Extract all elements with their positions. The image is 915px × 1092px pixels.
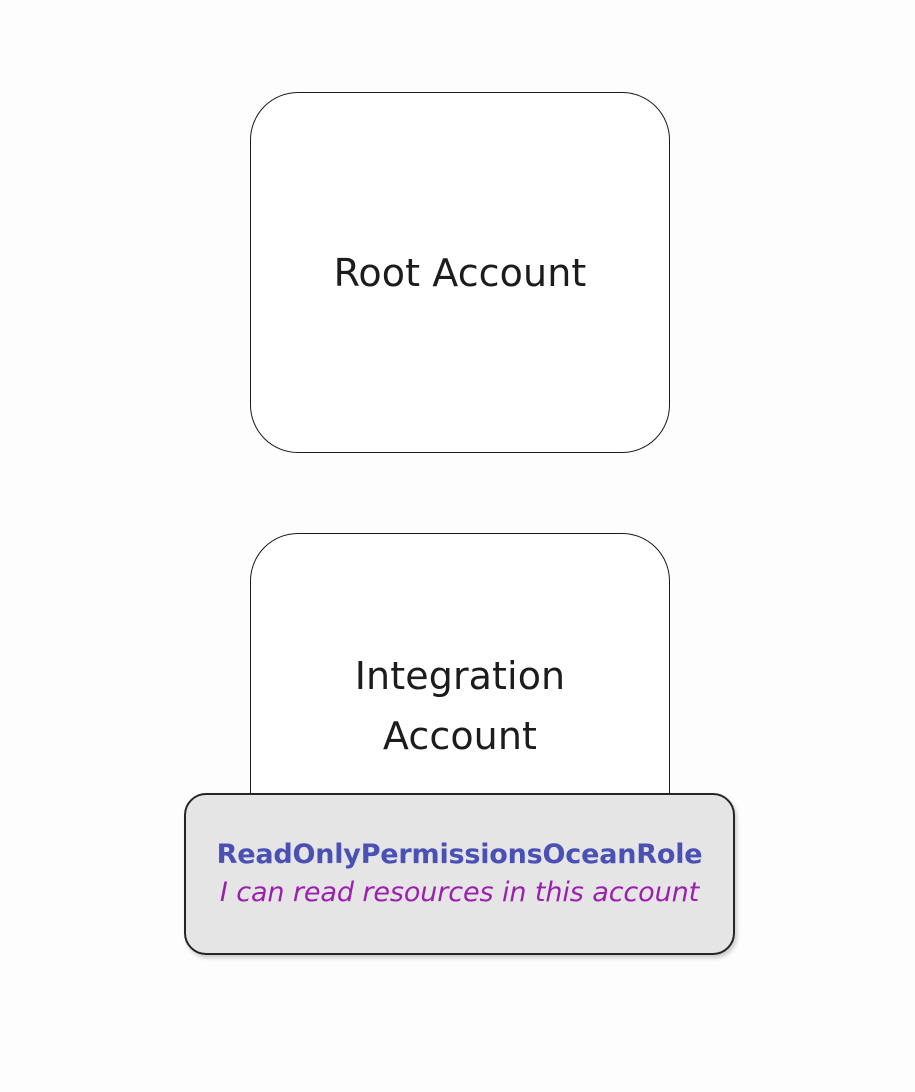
integration-account-label: Integration Account	[354, 654, 566, 758]
role-badge-subtitle: I can read resources in this account	[219, 877, 700, 908]
root-account-box[interactable]: Root Account	[250, 92, 670, 453]
readonly-permissions-ocean-role-badge[interactable]: ReadOnlyPermissionsOceanRole I can read …	[184, 793, 735, 955]
role-badge-title: ReadOnlyPermissionsOceanRole	[216, 839, 703, 870]
root-account-label: Root Account	[333, 250, 587, 295]
